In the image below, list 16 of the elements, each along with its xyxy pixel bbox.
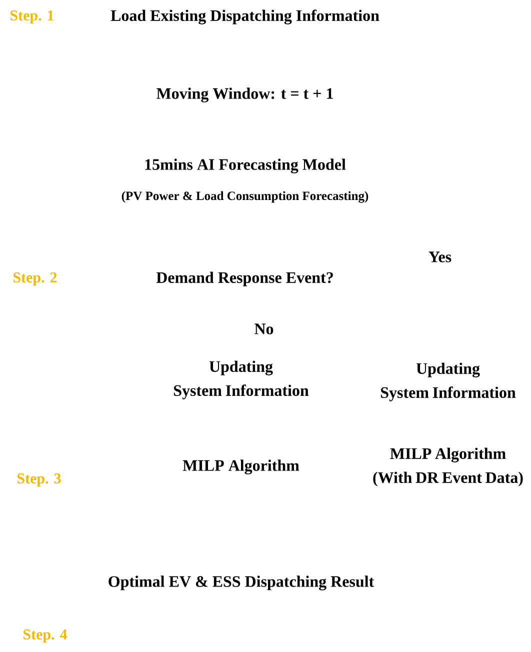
flow-step-text: MILP Algorithm xyxy=(182,460,300,474)
flow-step-text: Optimal EV & ESS Dispatching Result xyxy=(108,576,374,590)
step-label: Step. 4 xyxy=(24,629,67,643)
step-label: Step. 2 xyxy=(14,272,57,286)
flow-step-text: MILP Algorithm (With DR Event Data) xyxy=(373,448,523,486)
note-text: (PV Power & Load Consumption Forecasting) xyxy=(122,191,368,203)
flow-step-text: Updating System Information xyxy=(380,362,516,402)
flow-step-text: Demand Response Event? xyxy=(156,272,333,286)
step-label: Step. 1 xyxy=(10,10,54,24)
step-label: Step. 3 xyxy=(18,473,61,487)
flow-step-text: Moving Window: t = t + 1 xyxy=(156,88,333,102)
branch-label: Yes xyxy=(428,252,452,262)
flow-step-text: 15mins AI Forecasting Model xyxy=(145,158,346,174)
branch-label: No xyxy=(254,324,274,334)
flow-step-text: Updating System Information xyxy=(174,360,309,400)
flow-step-text: Load Existing Dispatching Information xyxy=(110,10,380,24)
